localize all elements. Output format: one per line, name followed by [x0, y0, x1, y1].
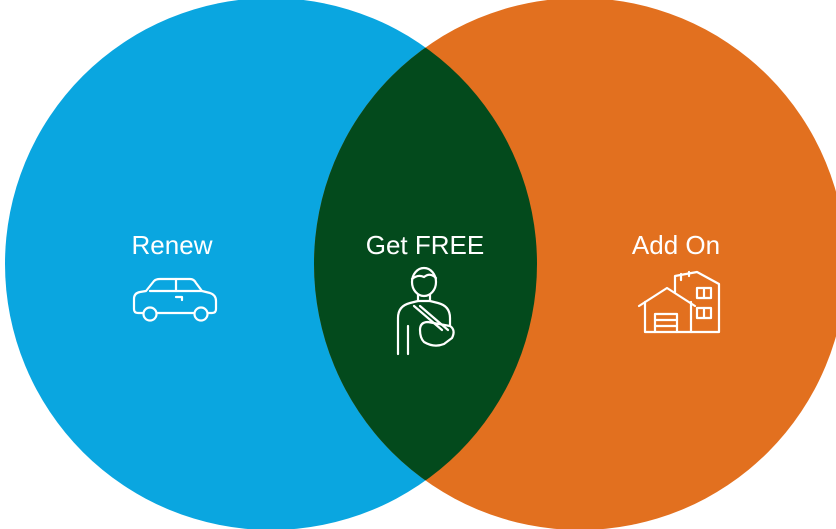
car-icon: [132, 277, 218, 322]
renew-label: Renew: [132, 230, 213, 260]
get-free-label: Get FREE: [366, 230, 484, 260]
intersection-region: [314, 0, 537, 529]
add-on-label: Add On: [632, 230, 720, 260]
injured-person-icon: [396, 266, 455, 356]
house-icon: [637, 270, 721, 334]
